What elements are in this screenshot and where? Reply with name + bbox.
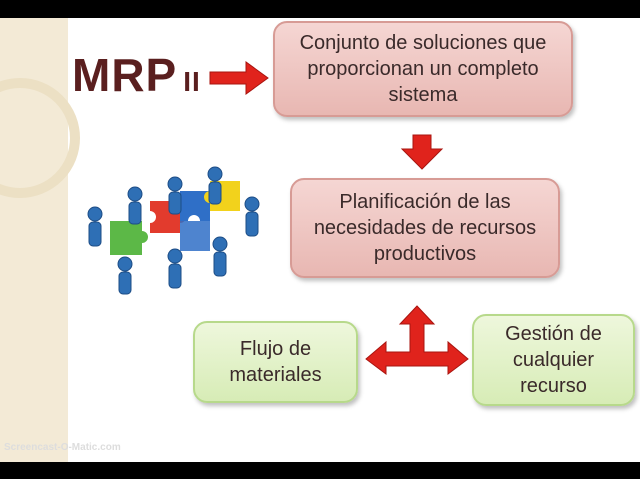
decorative-side-panel (0, 18, 80, 462)
decorative-circle (0, 78, 80, 198)
definition-box: Conjunto de soluciones que proporcionan … (273, 21, 573, 117)
definition-text: Conjunto de soluciones que proporcionan … (299, 32, 547, 106)
planning-box: Planificación de las necesidades de recu… (290, 178, 560, 278)
arrow-down-icon (400, 134, 444, 170)
puzzle-team-illustration (87, 166, 260, 295)
materials-flow-text: Flujo de materiales (229, 338, 322, 386)
three-way-arrow-icon (365, 305, 469, 375)
materials-flow-box: Flujo de materiales (193, 321, 358, 403)
title-suffix: II (183, 66, 201, 97)
resource-management-box: Gestión de cualquier recurso (472, 314, 635, 406)
planning-text: Planificación de las necesidades de recu… (313, 191, 537, 265)
watermark: Screencast-O-Matic.com (4, 442, 121, 453)
resource-management-text: Gestión de cualquier recurso (505, 323, 602, 397)
title-main: MRP (72, 49, 178, 101)
team-figures (87, 166, 260, 295)
arrow-right-icon (209, 61, 269, 95)
